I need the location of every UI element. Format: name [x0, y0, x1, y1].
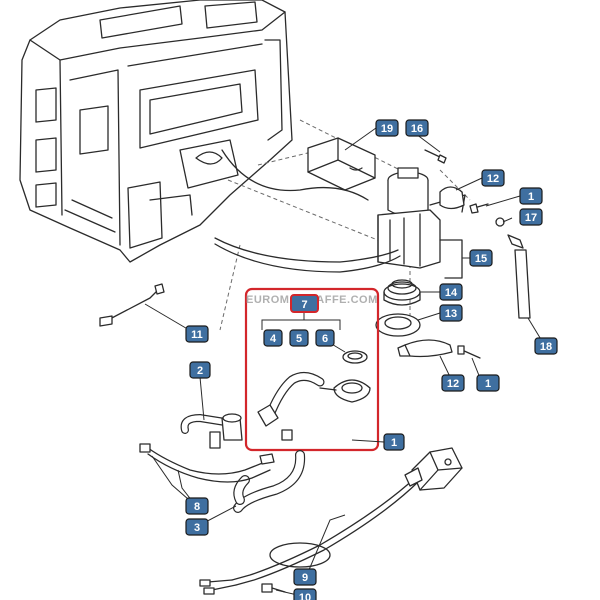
callout-7-label: 7 [301, 299, 307, 311]
machine-frame [19, 0, 293, 263]
callout-17[interactable]: 17 [519, 208, 543, 226]
callout-6-label: 6 [322, 333, 328, 345]
callout-1-assembly-label: 1 [391, 437, 397, 449]
callout-1-upper-label: 1 [528, 191, 534, 203]
callout-11[interactable]: 11 [185, 325, 209, 343]
callout-2-label: 2 [197, 365, 203, 377]
callout-5[interactable]: 5 [289, 329, 309, 347]
clamp-5 [319, 379, 371, 403]
hose-4 [257, 372, 325, 441]
screw-16 [424, 149, 447, 164]
bracket-7-group [261, 312, 341, 330]
control-box [307, 137, 376, 191]
callout-18[interactable]: 18 [534, 337, 558, 355]
callout-17-label: 17 [525, 212, 537, 224]
callout-16[interactable]: 16 [405, 119, 429, 137]
callout-4[interactable]: 4 [263, 329, 283, 347]
callout-8[interactable]: 8 [185, 497, 209, 515]
washer-17 [495, 217, 505, 227]
callout-14-label: 14 [445, 287, 458, 299]
callout-12-upper-label: 12 [487, 173, 499, 185]
highlight-frame [244, 287, 380, 452]
callout-1-assembly[interactable]: 1 [383, 433, 405, 451]
callout-3[interactable]: 3 [185, 518, 209, 536]
clamp-12-upper [439, 186, 465, 210]
callout-6[interactable]: 6 [315, 329, 335, 347]
callout-13-label: 13 [445, 308, 457, 320]
bracket-lower [397, 339, 453, 358]
callout-10-label: 10 [299, 592, 311, 600]
power-plug [404, 447, 463, 491]
callout-19[interactable]: 19 [375, 119, 399, 137]
callout-1-right[interactable]: 1 [476, 374, 500, 392]
callout-4-label: 4 [270, 333, 277, 345]
seal-14 [383, 279, 421, 306]
pump-wiring [214, 149, 463, 279]
callout-12-lower[interactable]: 12 [441, 374, 465, 392]
callout-15[interactable]: 15 [469, 249, 493, 267]
callout-10[interactable]: 10 [293, 588, 317, 600]
ring-13 [375, 313, 421, 337]
power-cord-9 [199, 477, 419, 595]
callout-1-right-label: 1 [485, 378, 491, 390]
callout-9-label: 9 [302, 572, 308, 584]
callout-8-label: 8 [194, 501, 200, 513]
wire-harness-8 [139, 443, 275, 483]
cable-11 [99, 283, 165, 327]
callout-18-label: 18 [540, 341, 552, 353]
callout-16-label: 16 [411, 123, 423, 135]
callouts: 19 16 12 1 17 15 14 13 [185, 119, 558, 600]
hose-2 [180, 413, 243, 449]
ring-6 [342, 350, 368, 364]
callout-15-label: 15 [475, 253, 487, 265]
callout-5-label: 5 [296, 333, 302, 345]
callout-7[interactable]: 7 [290, 294, 319, 313]
screw-1-upper [469, 203, 489, 214]
callout-2[interactable]: 2 [189, 361, 211, 379]
screw-1-lower [457, 345, 481, 359]
hose-18 [507, 234, 531, 319]
callout-12-upper[interactable]: 12 [481, 169, 505, 187]
callout-14[interactable]: 14 [439, 283, 463, 301]
callout-12-lower-label: 12 [447, 378, 459, 390]
hose-3 [233, 450, 306, 513]
callout-9[interactable]: 9 [293, 568, 317, 586]
callout-1-upper[interactable]: 1 [519, 187, 543, 205]
callout-11-label: 11 [191, 329, 203, 341]
callout-3-label: 3 [194, 522, 200, 534]
callout-13[interactable]: 13 [439, 304, 463, 322]
callout-19-label: 19 [381, 123, 393, 135]
